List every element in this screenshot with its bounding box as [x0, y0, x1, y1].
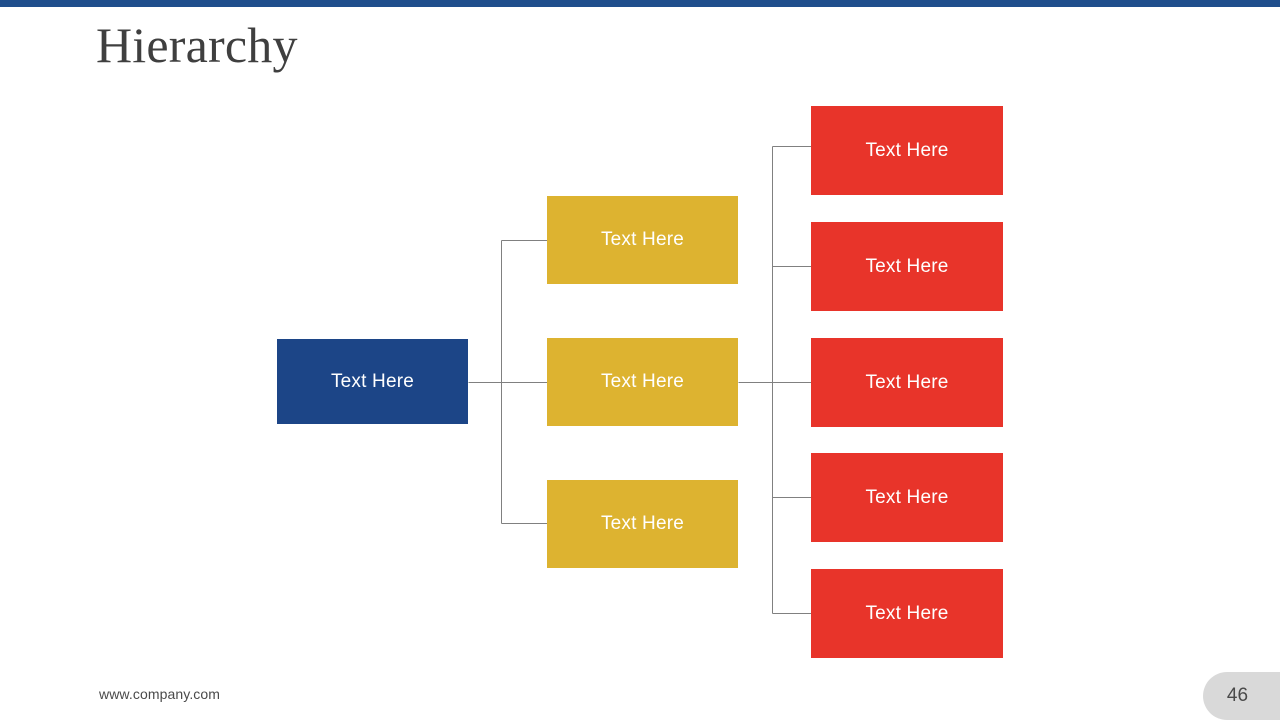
node-level2-2[interactable]: Text Here	[547, 338, 738, 426]
node-level2-3[interactable]: Text Here	[547, 480, 738, 568]
node-level3-1[interactable]: Text Here	[811, 106, 1003, 195]
node-root[interactable]: Text Here	[277, 339, 468, 424]
node-level3-3[interactable]: Text Here	[811, 338, 1003, 427]
node-level3-4[interactable]: Text Here	[811, 453, 1003, 542]
node-level2-1[interactable]: Text Here	[547, 196, 738, 284]
node-level3-5[interactable]: Text Here	[811, 569, 1003, 658]
top-accent-bar	[0, 0, 1280, 7]
page-number-label: 46	[1226, 685, 1249, 706]
page-number-badge: 46	[1203, 672, 1280, 720]
node-level3-2[interactable]: Text Here	[811, 222, 1003, 311]
page-title: Hierarchy	[96, 17, 298, 73]
footer-website-url[interactable]: www.company.com	[99, 686, 221, 702]
